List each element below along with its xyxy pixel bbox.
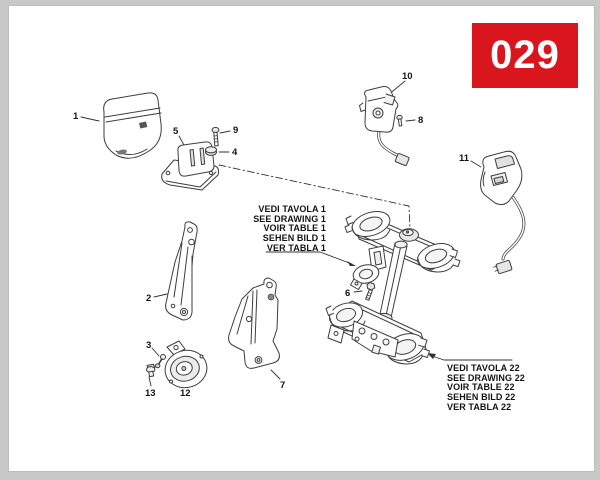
leader-part-1 (80, 116, 100, 122)
note-line: VER TABLA 1 (266, 242, 326, 253)
note-line: SEHEN BILD 1 (262, 233, 326, 244)
note1-arrowhead (347, 261, 356, 266)
note22-leader (431, 355, 513, 361)
part-1-cover (103, 92, 162, 159)
note22-arrowhead (427, 353, 436, 359)
part-7-bracket (228, 277, 280, 369)
part-12-horn (164, 340, 208, 389)
page-number-badge: 029 (472, 23, 578, 88)
part-callout-11: 11 (459, 153, 470, 164)
note-line: VEDI TAVOLA 1 (258, 204, 326, 214)
note-line: SEHEN BILD 22 (447, 392, 516, 403)
see-drawing-22-note: VEDI TAVOLA 22 SEE DRAWING 22 VOIR TABLE… (447, 363, 537, 413)
part-5-device-bracket (161, 141, 220, 191)
leader-part-7 (270, 369, 281, 380)
part-8-screw (396, 114, 403, 127)
part-callout-12: 12 (180, 388, 191, 399)
leader-part-13 (148, 376, 152, 387)
ignition-mount (350, 245, 387, 290)
note-line: VER TABLA 22 (447, 401, 512, 412)
mount-position-dash-line (218, 164, 412, 254)
note-line: VOIR TABLE 1 (263, 223, 326, 234)
part-6-bolt (365, 282, 376, 301)
note1-leader (265, 251, 353, 265)
lower-triple-clamp (325, 300, 430, 365)
see-drawing-1-note: VEDI TAVOLA 1 SEE DRAWING 1 VOIR TABLE 1… (240, 204, 326, 254)
part-callout-4: 4 (232, 147, 238, 158)
leader-part-6 (353, 290, 363, 293)
part-4-nut (205, 146, 217, 156)
part-11-right-switch (480, 150, 526, 275)
part-callout-7: 7 (280, 380, 286, 391)
part-13-bolt (146, 363, 156, 378)
leader-part-3 (151, 347, 160, 357)
part-callout-2: 2 (146, 293, 152, 304)
leader-part-8 (405, 119, 416, 122)
triple-clamp-assembly (325, 211, 461, 365)
leader-lines (80, 80, 513, 388)
note-line: SEE DRAWING 22 (447, 372, 525, 383)
part-callout-6: 6 (345, 288, 351, 299)
part-2-bracket (165, 221, 198, 321)
part-callout-5: 5 (173, 126, 179, 137)
part-callout-3: 3 (146, 340, 152, 351)
note-line: VOIR TABLE 22 (447, 382, 515, 393)
part-9-screw (211, 126, 220, 147)
part-3-screw (154, 354, 166, 369)
part-callout-10: 10 (402, 71, 413, 82)
part-callout-8: 8 (418, 115, 424, 126)
leader-part-2 (153, 293, 168, 298)
leader-part-11 (470, 160, 482, 168)
part-callout-9: 9 (233, 125, 239, 136)
part-callout-1: 1 (73, 111, 79, 122)
leader-part-9 (219, 130, 231, 134)
part-callout-13: 13 (145, 388, 156, 399)
part-10-left-switch (359, 86, 410, 167)
note-line: SEE DRAWING 1 (253, 213, 326, 224)
note-line: VEDI TAVOLA 22 (447, 363, 520, 373)
